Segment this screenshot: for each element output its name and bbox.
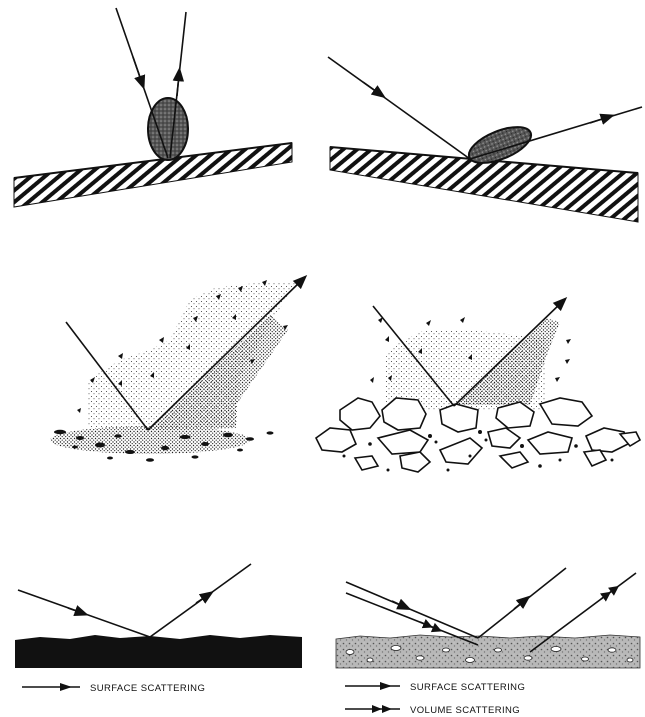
reflected-ray-arrow xyxy=(196,595,208,603)
reflected-ray-arrow xyxy=(177,74,179,96)
panel-surface-scattering xyxy=(15,564,302,668)
legend-right: SURFACE SCATTERING VOLUME SCATTERING xyxy=(345,682,525,716)
panel-oblique-incidence xyxy=(328,57,642,222)
granular-soil-layer xyxy=(336,635,640,668)
incident-ray-arrow xyxy=(68,608,82,613)
incident-ray xyxy=(328,57,470,159)
legend-left: SURFACE SCATTERING xyxy=(22,683,205,694)
dark-surface xyxy=(15,635,302,668)
incident-ray xyxy=(18,590,150,637)
incident-ray-volume-arrow xyxy=(420,622,434,628)
reflected-ray-volume-arrow xyxy=(601,591,612,599)
panel-fine-rough-surface xyxy=(50,280,302,462)
panel-vertical-incidence xyxy=(14,8,292,207)
reflected-ray-arrow xyxy=(590,117,608,123)
hatched-surface xyxy=(14,143,292,207)
incident-ray-arrow xyxy=(363,82,380,94)
panel-rocky-surface xyxy=(316,302,640,472)
legend-surface-label: SURFACE SCATTERING xyxy=(410,682,525,693)
legend-surface-label: SURFACE SCATTERING xyxy=(90,683,205,694)
reflected-ray-surface-arrow xyxy=(514,600,525,609)
incident-ray-surface xyxy=(346,582,478,638)
legend-volume-label: VOLUME SCATTERING xyxy=(410,705,520,716)
legend-surface-arrowhead-icon xyxy=(60,683,72,691)
legend-surface-arrowhead-icon xyxy=(380,682,392,690)
legend-volume-arrowhead-icon xyxy=(372,705,392,713)
panel-surface-volume-scattering xyxy=(336,568,640,668)
incident-ray-surface-arrow xyxy=(392,601,405,607)
incident-ray-arrow xyxy=(133,57,142,83)
scattering-pattern-lobe xyxy=(148,98,188,160)
